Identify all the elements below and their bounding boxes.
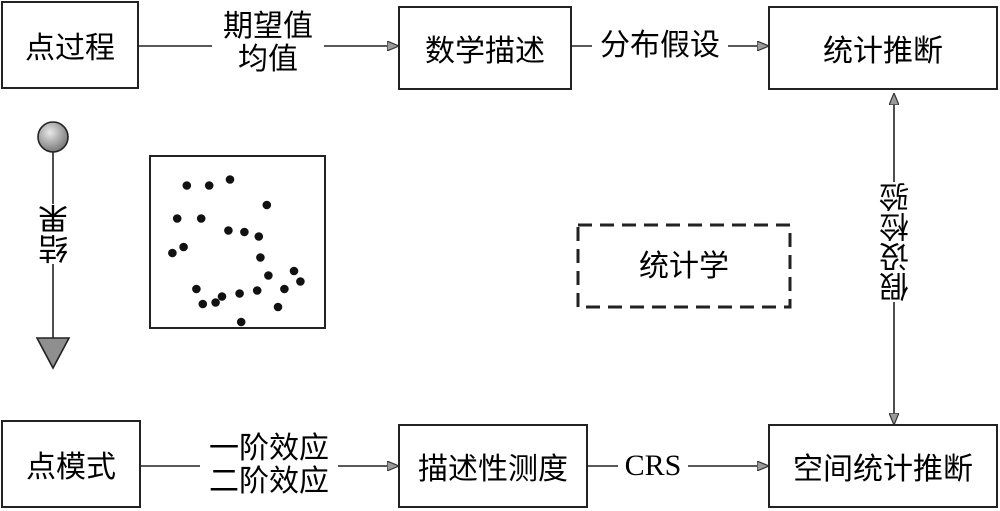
- node-point-process-label: 点过程: [25, 31, 115, 66]
- result-arrow-head: [35, 337, 71, 370]
- result-start-ball: [37, 121, 69, 153]
- scatter-point: [240, 227, 249, 237]
- scatter-point: [168, 248, 177, 258]
- scatter-point: [296, 277, 305, 286]
- scatter-point: [254, 232, 264, 241]
- scatter-point: [280, 284, 289, 294]
- edge-label-first-order-effect: 一阶效应: [200, 432, 338, 465]
- scatter-point: [198, 299, 208, 309]
- scatter-point: [182, 181, 192, 190]
- scatter-point: [236, 317, 246, 327]
- node-descriptive-measure: 描述性测度: [398, 424, 588, 508]
- edge-label-expectation: 期望值: [212, 10, 324, 43]
- edge-label-second-order-effect: 二阶效应: [200, 465, 338, 498]
- node-descriptive-measure-label: 描述性测度: [418, 452, 568, 487]
- scatter-point: [273, 302, 283, 312]
- node-statistical-inference: 统计推断: [768, 6, 998, 90]
- edge-label-expectation-mean: 期望值 均值: [212, 10, 324, 76]
- node-spatial-statistical-inference: 空间统计推断: [768, 424, 998, 508]
- scatter-point: [235, 289, 244, 298]
- node-point-pattern-label: 点模式: [26, 450, 116, 485]
- node-statistics-label: 统计学: [639, 249, 729, 284]
- edge-label-mean: 均值: [212, 43, 324, 76]
- scatter-point: [252, 286, 262, 295]
- scatter-point: [264, 271, 273, 280]
- edge-label-order-effects: 一阶效应 二阶效应: [200, 432, 338, 498]
- scatter-point: [256, 253, 265, 262]
- scatter-point: [224, 226, 233, 235]
- node-statistical-inference-label: 统计推断: [823, 34, 943, 69]
- edge-label-distribution-assumption: 分布假设: [592, 29, 728, 62]
- edge-label-result: 结果: [35, 204, 79, 264]
- node-spatial-statistical-inference-label: 空间统计推断: [793, 452, 973, 487]
- node-point-process: 点过程: [1, 1, 139, 89]
- scatter-point: [217, 292, 227, 301]
- scatter-point: [225, 175, 235, 184]
- scatter-point: [196, 214, 206, 223]
- edge-label-crs: CRS: [618, 449, 688, 482]
- scatter-point: [289, 266, 299, 276]
- node-math-description: 数学描述: [398, 6, 572, 90]
- scatter-points: [168, 175, 305, 327]
- scatter-point: [172, 214, 182, 223]
- node-point-pattern: 点模式: [1, 420, 141, 508]
- scatter-point: [192, 284, 201, 294]
- statistics-dashed-box: [576, 223, 792, 309]
- edge-label-hypothesis-test: 假设检验: [876, 182, 920, 302]
- scatter-point: [204, 181, 214, 190]
- scatter-point: [262, 200, 272, 210]
- scatter-point: [179, 242, 188, 252]
- node-math-description-label: 数学描述: [425, 34, 545, 69]
- point-pattern-panel: [149, 155, 326, 329]
- scatter-point: [211, 298, 220, 307]
